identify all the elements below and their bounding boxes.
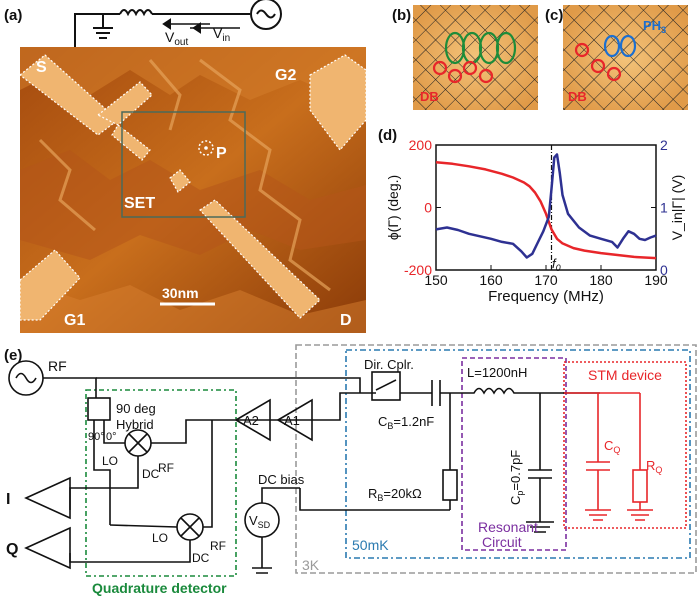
dir-cplr-label: Dir. Cplr. [364, 357, 414, 372]
x-tick-label: 190 [644, 272, 668, 288]
panel-e-label: (e) [4, 347, 22, 364]
electrode-d [199, 199, 321, 319]
y-right-tick-label: 1 [660, 200, 668, 216]
x-tick-label: 160 [479, 272, 503, 288]
i-output-label: I [6, 491, 10, 508]
scale-label: 30nm [162, 285, 199, 301]
panel-a: (a) Vout Vin [4, 0, 367, 333]
a1-label: A1 [284, 413, 300, 428]
temp-3k-label: 3K [302, 557, 320, 573]
box-3k [295, 344, 697, 574]
panel-c: (c) PH3 DB [545, 5, 688, 110]
stm-device-label: STM device [588, 367, 662, 383]
box-resonant [461, 357, 567, 551]
panel-c-label: (c) [545, 7, 563, 24]
x-tick-label: 180 [589, 272, 613, 288]
chart-plot-frame [435, 144, 657, 271]
electrode-g1 [19, 249, 81, 321]
label-g2: G2 [275, 67, 296, 84]
rf-source-label: RF [48, 358, 67, 374]
box-stm-device [563, 361, 687, 529]
x-tick-label: 170 [534, 272, 558, 288]
dc2-label: DC [192, 551, 210, 565]
label-g1: G1 [64, 312, 85, 329]
deg0-label: 0° [106, 431, 117, 443]
panel-b-label: (b) [392, 7, 411, 24]
label-p: P [216, 145, 227, 162]
box-quadrature [85, 389, 237, 577]
zoom-box [121, 111, 246, 218]
inductor-label: L=1200nH [467, 365, 527, 380]
lo2-label: LO [152, 531, 168, 545]
dc1-label: DC [142, 467, 160, 481]
vsd-label: VSD [249, 513, 271, 530]
box-50mk [345, 349, 691, 559]
resonant-label-1: Resonant [478, 519, 538, 535]
stm-image-a: S G2 P SET G1 D 30nm [19, 47, 367, 333]
label-s: S [36, 59, 47, 76]
label-d: D [340, 312, 352, 329]
y-left-axis-label: ϕ(Γ) (deg.) [385, 175, 401, 240]
panel-a-label: (a) [4, 7, 22, 24]
y-right-axis-label: V_in|Γ| (V) [669, 175, 685, 241]
panel-d-label: (d) [378, 127, 397, 144]
quadrature-label: Quadrature detector [92, 580, 227, 596]
electrode-g2 [309, 54, 367, 151]
rf1-label: RF [158, 461, 174, 475]
panel-d: (d) 150 160 170 180 190 -200 0 200 0 1 2Frequency … [378, 127, 685, 305]
panel-b: (b) DB [392, 5, 538, 110]
ellipses-c [574, 34, 637, 82]
dopant-circle [198, 140, 214, 156]
rb-label: RB=20kΩ [368, 486, 422, 503]
q-output-label: Q [6, 541, 18, 558]
y-left-tick-label: -200 [404, 262, 432, 278]
stm-device-circuit [564, 392, 653, 521]
ellipses-b [432, 31, 517, 84]
a2-label: A2 [243, 413, 259, 428]
y-right-tick-label: 2 [660, 137, 668, 153]
ph3-label: PH3 [643, 18, 666, 35]
hybrid-label-2: Hybrid [116, 417, 154, 432]
label-set: SET [124, 195, 155, 212]
resonant-label-2: Circuit [482, 534, 522, 550]
deg90-label: 90° [88, 431, 105, 443]
db-label-b: DB [420, 89, 439, 104]
hybrid-label-1: 90 deg [116, 401, 156, 416]
rq-label: RQ [646, 458, 662, 475]
x-tick-label: 150 [424, 272, 448, 288]
chart-series-2 [435, 153, 657, 259]
db-label-c: DB [568, 89, 587, 104]
cq-label: CQ [604, 438, 620, 455]
y-left-tick-label: 200 [409, 137, 433, 153]
rf2-label: RF [210, 539, 226, 553]
panel-e: (e) [4, 344, 697, 596]
chart-series-1 [435, 160, 657, 260]
vout-label: Vout [165, 29, 188, 48]
cb-label: CB=1.2nF [378, 414, 434, 431]
f0-label: f0 [552, 256, 561, 273]
y-left-tick-label: 0 [424, 200, 432, 216]
vin-label: Vin [213, 25, 230, 44]
x-axis-label: Frequency (MHz) [488, 288, 604, 305]
temp-50mk-label: 50mK [352, 537, 389, 553]
lo1-label: LO [102, 454, 118, 468]
y-right-tick-label: 0 [660, 262, 668, 278]
cp-label: Cp=0.7pF [508, 450, 525, 505]
panel-a-circuit [74, 0, 282, 48]
dc-bias-label: DC bias [258, 472, 305, 487]
